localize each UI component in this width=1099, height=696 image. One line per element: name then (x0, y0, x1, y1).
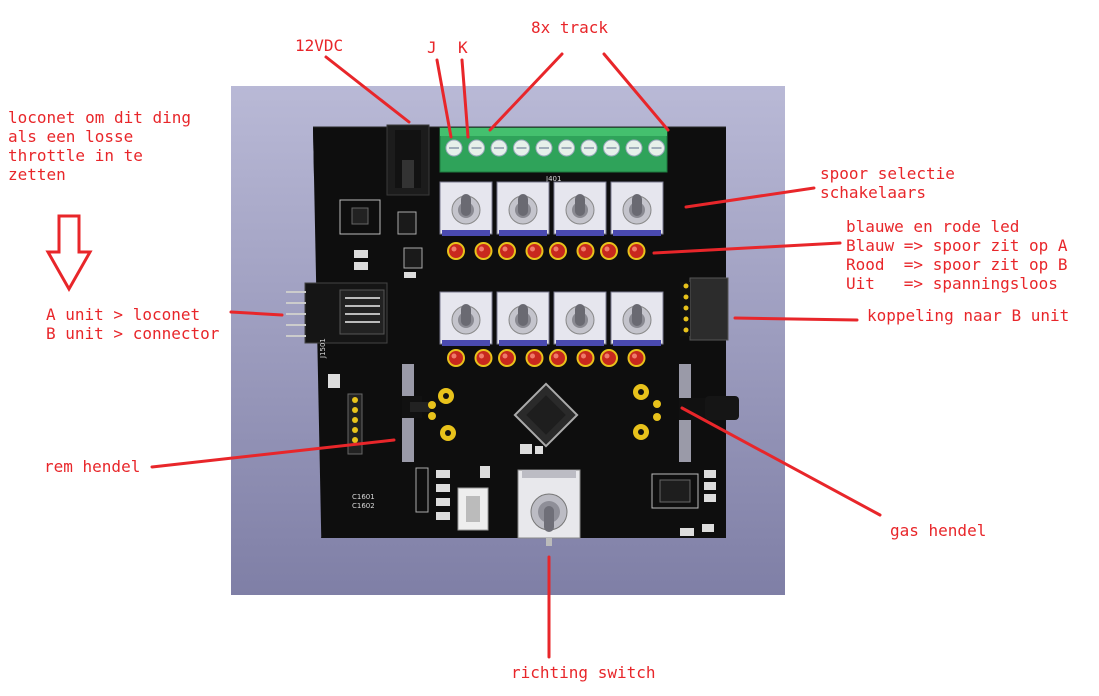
arrow-k (460, 58, 470, 139)
led (474, 349, 493, 367)
toggle-switch (610, 181, 664, 236)
led (549, 242, 567, 260)
arrow-rem-hendel (150, 438, 396, 469)
label-12vdc: 12VDC (295, 36, 344, 55)
led (525, 242, 544, 260)
throttle-lever (679, 364, 739, 462)
arrow-leds (652, 241, 842, 255)
arrow-koppeling (733, 316, 859, 322)
toggle-switch (439, 181, 493, 236)
toggle-switch (553, 181, 607, 236)
arrow-j (435, 58, 453, 139)
leds-top (447, 242, 646, 260)
silk-j1501: J1501 (319, 338, 327, 359)
annotation-lines (150, 52, 882, 659)
label-koppeling: koppeling naar B unit (867, 306, 1070, 325)
power-jack (386, 124, 430, 196)
led (576, 242, 595, 260)
toggle-switch (496, 181, 550, 236)
led (525, 349, 544, 367)
arrow-12vdc (324, 55, 411, 124)
smd-parts-lower-left (415, 466, 490, 531)
led (498, 349, 516, 367)
label-k: K (458, 38, 468, 57)
silk-j401: J401 (545, 175, 561, 183)
arrow-track-left (488, 52, 564, 132)
ic-lower-right (651, 470, 716, 536)
toggle-switch (553, 291, 607, 346)
silk-c1602: C1602 (352, 502, 375, 510)
silk-c1601: C1601 (352, 493, 375, 501)
led (627, 349, 646, 367)
led (447, 242, 465, 260)
arrow-spoor-selectie (684, 186, 816, 209)
label-8x-track: 8x track (531, 18, 609, 37)
toggle-switch (439, 291, 493, 346)
label-loconet-note: loconet om dit ding als een losse thrott… (8, 108, 192, 184)
toggle-switches-top (439, 181, 664, 236)
label-led-legend: blauwe en rode led Blauw => spoor zit op… (846, 217, 1068, 293)
label-unit-connector: A unit > loconet B unit > connector (46, 305, 220, 343)
led (600, 349, 618, 367)
arrow-unit-connector (229, 310, 284, 317)
toggle-switches-bottom (439, 291, 664, 346)
label-j: J (427, 38, 437, 57)
label-rem-hendel: rem hendel (44, 457, 141, 476)
led (447, 349, 465, 367)
pads-right (633, 384, 661, 440)
pads-left (428, 388, 456, 441)
label-spoor-selectie: spoor selectie schakelaars (820, 164, 955, 202)
arrow-gas-hendel (680, 406, 882, 517)
pin-header-left (328, 374, 363, 455)
brake-lever (402, 364, 430, 462)
led (627, 242, 646, 260)
smd-parts-upper-left (339, 199, 423, 278)
label-richting-switch: richting switch (511, 663, 656, 682)
leds-bottom (447, 349, 646, 367)
label-gas-hendel: gas hendel (890, 521, 987, 540)
led (600, 242, 618, 260)
led (498, 242, 516, 260)
b-unit-connector (680, 277, 729, 341)
down-arrow-icon (45, 214, 93, 293)
led (576, 349, 595, 367)
arrow-track-right (602, 52, 670, 132)
led (474, 242, 493, 260)
toggle-switch (496, 291, 550, 346)
toggle-switch (610, 291, 664, 346)
terminal-block (439, 127, 668, 173)
loconet-connector (286, 282, 388, 344)
microcontroller-chip (513, 382, 579, 454)
direction-switch (517, 469, 581, 546)
led (549, 349, 567, 367)
